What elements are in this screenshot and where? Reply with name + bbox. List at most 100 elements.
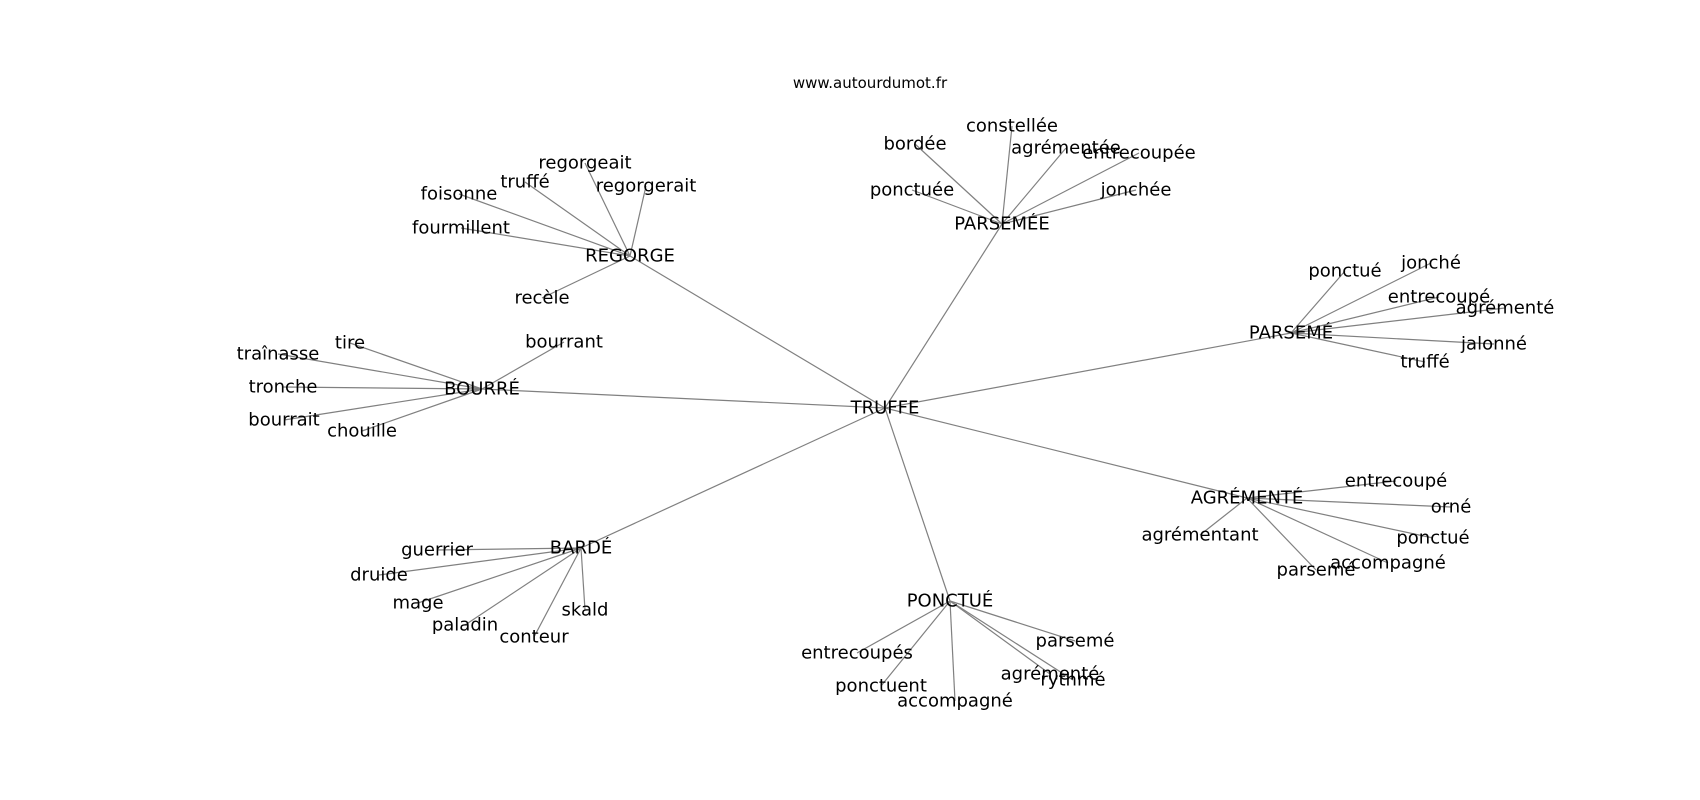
edge-regorge-regorgerait bbox=[629, 185, 647, 257]
edge-regorge-regorgeait bbox=[584, 162, 631, 257]
node-hub-parsemee: PARSEMÉE bbox=[954, 213, 1050, 235]
edge-parsemee-constellee bbox=[1001, 125, 1013, 225]
node-leaf-parsemee-bordee: bordée bbox=[883, 134, 946, 155]
edge-ponctue-accompagne bbox=[949, 600, 956, 702]
node-leaf-regorge-foisonne: foisonne bbox=[421, 184, 498, 205]
edge-parsemee-ponctuee bbox=[911, 189, 1003, 225]
edge-ponctue-rythme bbox=[949, 600, 1074, 681]
node-leaf-regorge-regorgerait: regorgerait bbox=[596, 176, 697, 197]
node-leaf-agremente-accompagne: accompagné bbox=[1330, 553, 1446, 574]
edge-regorge-recele bbox=[541, 255, 631, 299]
edge-agremente-accompagne bbox=[1246, 497, 1389, 564]
node-leaf-bourre-chouille: chouille bbox=[327, 421, 397, 442]
node-leaf-bourre-bourrait: bourrait bbox=[248, 410, 319, 431]
node-leaf-ponctue-accompagne: accompagné bbox=[897, 691, 1013, 712]
node-leaf-agremente-agrementant: agrémentant bbox=[1141, 525, 1258, 546]
edge-regorge-fourmillent bbox=[460, 227, 631, 257]
edge-bourre-trainasse bbox=[277, 353, 483, 390]
node-leaf-barde-paladin: paladin bbox=[432, 615, 498, 636]
node-leaf-bourre-tronche: tronche bbox=[249, 377, 318, 398]
node-leaf-parsemee-constellee: constellée bbox=[966, 116, 1058, 137]
node-hub-parseme: PARSEMÉ bbox=[1249, 322, 1333, 344]
edge-parseme-jonche bbox=[1290, 262, 1432, 334]
node-leaf-regorge-regorgeait: regorgeait bbox=[538, 153, 631, 174]
edge-barde-mage bbox=[417, 547, 582, 604]
watermark: www.autourdumot.fr bbox=[793, 74, 948, 92]
node-leaf-ponctue-agremente: agrémenté bbox=[1001, 664, 1100, 685]
node-center: TRUFFE bbox=[850, 398, 920, 419]
edge-center-parsemee bbox=[884, 223, 1003, 409]
node-leaf-barde-conteur: conteur bbox=[499, 627, 569, 648]
edge-center-barde bbox=[580, 407, 886, 549]
edge-regorge-foisonne bbox=[458, 193, 631, 257]
node-leaf-parsemee-agrementee: agrémentée bbox=[1011, 138, 1121, 159]
edge-center-agremente bbox=[884, 407, 1248, 499]
node-leaf-ponctue-parseme: parsemé bbox=[1036, 631, 1115, 652]
edge-bourre-tire bbox=[349, 342, 483, 390]
edge-barde-druide bbox=[378, 547, 582, 576]
node-hub-ponctue: PONCTUÉ bbox=[907, 590, 994, 612]
edge-parsemee-jonchee bbox=[1001, 189, 1137, 225]
node-leaf-agremente-parseme: parsemé bbox=[1277, 560, 1356, 581]
edge-center-ponctue bbox=[884, 407, 951, 602]
edge-parseme-truffe bbox=[1290, 332, 1426, 363]
node-leaf-regorge-truffe: truffé bbox=[500, 172, 549, 193]
node-hub-regorge: REGORGE bbox=[585, 246, 675, 267]
node-leaf-agremente-entrecoupe: entrecoupé bbox=[1345, 471, 1447, 492]
node-leaf-regorge-recele: recèle bbox=[514, 288, 569, 309]
edge-barde-paladin bbox=[464, 547, 582, 626]
edge-agremente-orne bbox=[1246, 497, 1452, 508]
node-leaf-parsemee-jonchee: jonchée bbox=[1100, 180, 1172, 201]
node-leaf-parseme-jalonne: jalonné bbox=[1460, 334, 1527, 355]
edge-barde-skald bbox=[580, 547, 586, 611]
edge-bourre-tronche bbox=[282, 386, 483, 390]
node-hub-bourre: BOURRÉ bbox=[444, 378, 520, 400]
node-leaf-barde-guerrier: guerrier bbox=[401, 540, 473, 561]
node-leaf-parseme-entrecoupe: entrecoupé bbox=[1388, 287, 1490, 308]
edge-parseme-ponctue bbox=[1290, 270, 1346, 334]
edges-layer bbox=[277, 125, 1506, 702]
edge-bourre-bourrait bbox=[283, 388, 483, 421]
node-leaf-barde-mage: mage bbox=[392, 593, 443, 614]
edge-parseme-entrecoupe bbox=[1290, 296, 1440, 334]
edge-ponctue-entrecoupes bbox=[856, 600, 951, 654]
edge-barde-guerrier bbox=[436, 547, 582, 551]
node-leaf-parseme-truffe: truffé bbox=[1400, 352, 1449, 373]
node-leaf-parseme-agremente: agrémenté bbox=[1456, 298, 1555, 319]
node-leaf-bourre-tire: tire bbox=[335, 333, 365, 354]
edge-ponctue-agremente bbox=[949, 600, 1051, 675]
node-leaf-parseme-ponctue: ponctué bbox=[1308, 261, 1381, 282]
edge-parseme-agremente bbox=[1290, 307, 1506, 334]
edge-parsemee-entrecoupee bbox=[1001, 152, 1140, 225]
node-leaf-ponctue-rythme: rythmé bbox=[1040, 670, 1105, 691]
edge-agremente-ponctue bbox=[1246, 497, 1434, 539]
edge-ponctue-ponctuent bbox=[880, 600, 951, 687]
edge-center-regorge bbox=[629, 255, 886, 409]
edge-regorge-truffe bbox=[524, 181, 631, 257]
node-leaf-regorge-fourmillent: fourmillent bbox=[412, 218, 510, 239]
edge-parsemee-agrementee bbox=[1001, 147, 1067, 225]
node-leaf-bourre-trainasse: traînasse bbox=[237, 344, 320, 365]
node-hub-barde: BARDÉ bbox=[550, 537, 612, 559]
node-leaf-barde-skald: skald bbox=[562, 600, 609, 621]
node-leaf-barde-druide: druide bbox=[350, 565, 408, 586]
edge-bourre-bourrant bbox=[481, 341, 565, 390]
edge-center-bourre bbox=[481, 388, 886, 409]
edge-agremente-agrementant bbox=[1199, 497, 1248, 536]
edge-center-parseme bbox=[884, 332, 1292, 409]
node-leaf-parseme-jonche: jonché bbox=[1400, 253, 1461, 274]
node-leaf-bourre-bourrant: bourrant bbox=[525, 332, 603, 353]
edge-bourre-chouille bbox=[361, 388, 483, 432]
edge-ponctue-parseme bbox=[949, 600, 1076, 642]
node-leaf-parsemee-entrecoupee: entrecoupée bbox=[1082, 143, 1196, 164]
node-hub-agremente: AGRÉMENTÉ bbox=[1191, 487, 1304, 509]
edge-agremente-entrecoupe bbox=[1246, 480, 1397, 499]
edge-parsemee-bordee bbox=[914, 143, 1003, 225]
edge-parseme-jalonne bbox=[1290, 332, 1495, 345]
node-leaf-agremente-ponctue: ponctué bbox=[1396, 528, 1469, 549]
node-leaf-agremente-orne: orné bbox=[1431, 497, 1472, 518]
edge-barde-conteur bbox=[533, 547, 582, 638]
node-leaf-parsemee-ponctuee: ponctuée bbox=[870, 180, 954, 201]
